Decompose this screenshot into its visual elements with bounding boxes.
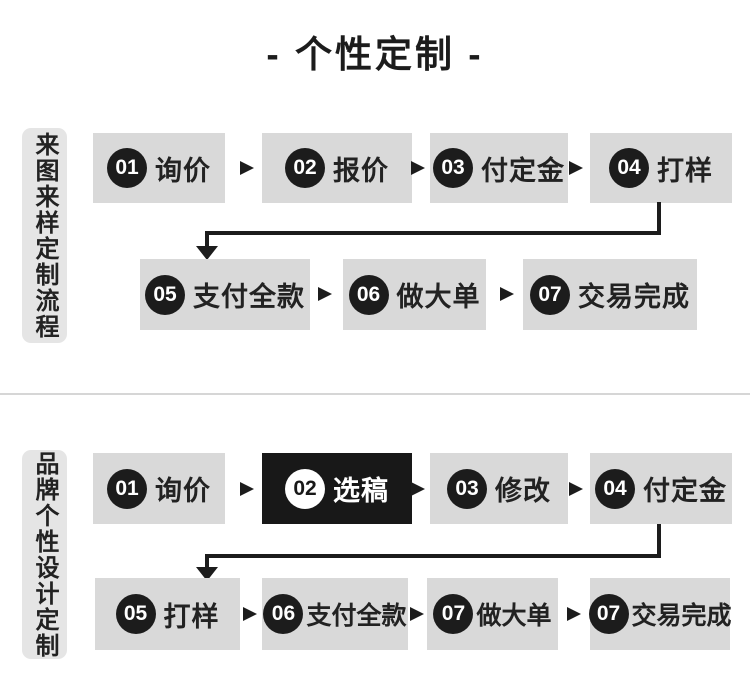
step-box-full-payment: 05 支付全款 [140, 259, 310, 330]
arrow-right-icon [500, 287, 514, 301]
step-label: 选稿 [333, 476, 389, 506]
arrow-right-icon [567, 607, 581, 621]
step-box-deal-complete: 07 交易完成 [523, 259, 697, 330]
step-number-badge: 07 [433, 594, 474, 634]
step-box-deposit: 04 付定金 [590, 453, 732, 524]
step-number-badge: 02 [285, 148, 325, 188]
step-number-badge: 03 [447, 468, 487, 509]
step-label: 支付全款 [193, 282, 305, 312]
arrow-right-icon [240, 482, 254, 496]
connector-line-horizontal [205, 554, 661, 558]
step-label: 支付全款 [306, 602, 407, 630]
step-number-badge: 02 [285, 468, 325, 509]
step-box-revision: 03 修改 [430, 453, 568, 524]
step-number-badge: 04 [595, 468, 635, 509]
step-label: 报价 [333, 155, 389, 186]
step-number-badge: 07 [530, 274, 570, 315]
step-label: 交易完成 [631, 602, 732, 630]
arrow-right-icon [240, 161, 254, 175]
step-label: 询价 [155, 155, 211, 186]
step-number-badge: 03 [433, 148, 473, 188]
step-number-badge: 06 [348, 274, 389, 315]
step-number-badge: 05 [145, 274, 185, 315]
arrow-down-icon [196, 246, 218, 260]
step-box-inquiry: 01 询价 [93, 133, 225, 203]
step-box-deal-complete: 07 交易完成 [588, 578, 732, 650]
arrow-right-icon [411, 482, 425, 496]
step-box-sampling: 04 打样 [590, 133, 732, 203]
step-number-badge: 04 [609, 148, 649, 188]
arrow-right-icon [411, 161, 425, 175]
connector-line-horizontal [205, 231, 661, 235]
arrow-right-icon [569, 161, 583, 175]
step-number-badge: 01 [107, 468, 147, 509]
step-number-badge: 05 [115, 594, 156, 634]
step-box-bulk-order: 07 做大单 [427, 578, 558, 650]
arrow-right-icon [243, 607, 257, 621]
connector-line-vertical [657, 524, 661, 558]
step-label: 询价 [155, 476, 211, 506]
step-label: 打样 [163, 601, 220, 632]
step-box-full-payment: 06 支付全款 [262, 578, 408, 650]
section-divider [0, 393, 750, 395]
step-label: 打样 [657, 155, 713, 186]
step-box-deposit: 03 付定金 [430, 133, 568, 203]
step-box-draft-selection: 02 选稿 [262, 453, 412, 524]
step-number-badge: 07 [588, 594, 629, 634]
arrow-right-icon [318, 287, 332, 301]
step-number-badge: 01 [107, 148, 147, 188]
step-number-badge: 06 [263, 594, 304, 634]
step-label: 做大单 [476, 602, 552, 630]
page-title: - 个性定制 - [266, 34, 484, 75]
connector-line-stem [205, 233, 209, 247]
step-label: 付定金 [643, 476, 727, 506]
step-box-bulk-order: 06 做大单 [343, 259, 486, 330]
step-box-inquiry: 01 询价 [93, 453, 225, 524]
arrow-right-icon [569, 482, 583, 496]
step-label: 做大单 [396, 282, 481, 312]
arrow-right-icon [410, 607, 424, 621]
step-label: 交易完成 [578, 282, 690, 312]
arrow-down-icon [196, 567, 218, 581]
connector-line-vertical [657, 202, 661, 235]
step-box-sampling: 05 打样 [95, 578, 240, 650]
section2-side-label: 品牌个性设计定制 [22, 450, 67, 659]
step-label: 付定金 [481, 155, 565, 186]
connector-line-stem [205, 556, 209, 568]
section1-side-label: 来图来样定制流程 [22, 128, 67, 343]
step-box-quote: 02 报价 [262, 133, 412, 203]
step-label: 修改 [495, 476, 551, 506]
